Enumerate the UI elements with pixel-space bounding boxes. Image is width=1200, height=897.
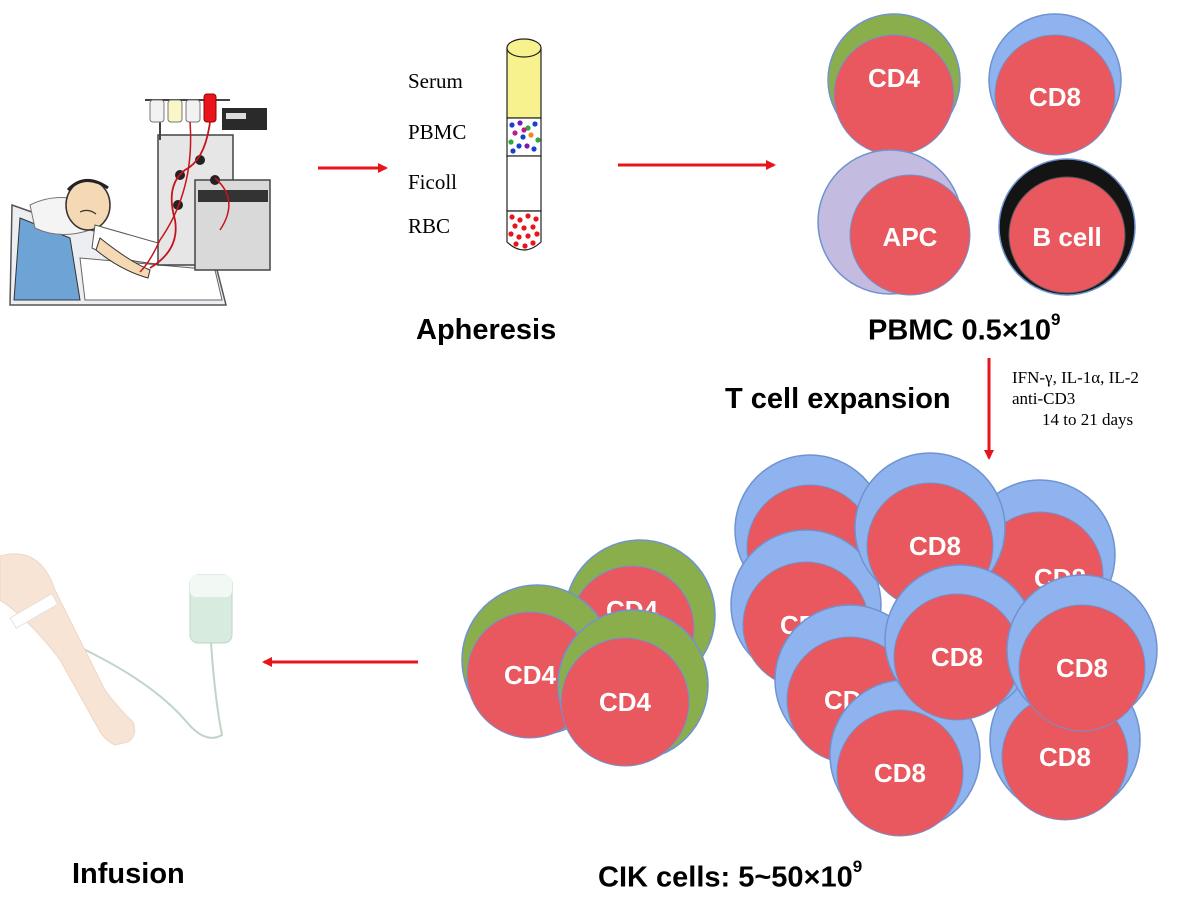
ficoll-tube bbox=[506, 38, 542, 251]
apheresis-machine bbox=[139, 93, 271, 273]
infusion-illustration bbox=[0, 553, 233, 746]
conditions-antibody: anti-CD3 bbox=[1012, 389, 1076, 408]
infusion-label: Infusion bbox=[72, 858, 185, 890]
cik-cd8-cell-7: CD8 bbox=[829, 679, 981, 837]
ficoll-layer bbox=[506, 155, 542, 212]
tube-label-serum: Serum bbox=[408, 69, 463, 93]
serum-layer bbox=[506, 47, 542, 119]
pbmc-dots bbox=[508, 120, 541, 154]
pbmc-cd8-cell: CD8 bbox=[988, 13, 1122, 156]
pbmc-b-cell-label: B cell bbox=[1032, 222, 1101, 252]
apheresis-patient-illustration bbox=[9, 93, 271, 306]
pbmc-cd8-label: CD8 bbox=[1029, 82, 1081, 112]
cik-count-text: CIK cells: 5~50×10 bbox=[598, 861, 853, 894]
pbmc-cd4-label: CD4 bbox=[868, 63, 921, 93]
tube-label-pbmc: PBMC bbox=[408, 120, 467, 144]
cik-cd8-label-8: CD8 bbox=[931, 642, 983, 672]
t-cell-expansion-label: T cell expansion bbox=[725, 383, 951, 415]
pbmc-apc-cell: APC bbox=[817, 149, 971, 296]
cik-cd4-cell-3: CD4 bbox=[557, 609, 709, 767]
cik-count-label: CIK cells: 5~50×109 bbox=[598, 857, 862, 895]
cik-cd8-cell-9: CD8 bbox=[1006, 574, 1158, 732]
pbmc-apc-label: APC bbox=[883, 222, 938, 252]
tube-label-ficoll: Ficoll bbox=[408, 170, 458, 194]
cik-cd8-label-7: CD8 bbox=[874, 758, 926, 788]
conditions-cytokines: IFN-γ, IL-1α, IL-2 bbox=[1012, 368, 1139, 387]
pbmc-count-text: PBMC 0.5×10 bbox=[868, 314, 1051, 347]
patient-arm bbox=[0, 553, 136, 746]
pbmc-count-exponent: 9 bbox=[1050, 310, 1061, 329]
cik-cd4-label-3: CD4 bbox=[599, 687, 652, 717]
cik-cd8-cell-8: CD8 bbox=[884, 564, 1036, 721]
apheresis-label: Apheresis bbox=[416, 314, 557, 346]
expansion-conditions: IFN-γ, IL-1α, IL-2 anti-CD3 14 to 21 day… bbox=[1012, 367, 1139, 430]
cik-cd4-cluster: CD4 CD4 CD4 bbox=[461, 539, 716, 767]
cik-cd8-cluster: CD8 CD8 CD8 CD8 CD8 CD8 bbox=[730, 452, 1158, 837]
pbmc-count-label: PBMC 0.5×109 bbox=[868, 310, 1060, 348]
pbmc-cell-group: CD4 CD8 APC B cell bbox=[817, 13, 1136, 296]
tube-label-rbc: RBC bbox=[408, 214, 451, 238]
cik-cd8-label-9: CD8 bbox=[1056, 653, 1108, 683]
pbmc-cd4-cell: CD4 bbox=[827, 13, 961, 156]
cik-cd4-label-2: CD4 bbox=[504, 660, 557, 690]
cik-count-exponent: 9 bbox=[852, 857, 863, 876]
conditions-duration: 14 to 21 days bbox=[1042, 410, 1134, 429]
cik-cd8-label-4: CD8 bbox=[909, 531, 961, 561]
rbc-dots bbox=[508, 213, 540, 249]
pbmc-b-cell: B cell bbox=[998, 158, 1136, 296]
cik-cd8-label-6: CD8 bbox=[1039, 742, 1091, 772]
